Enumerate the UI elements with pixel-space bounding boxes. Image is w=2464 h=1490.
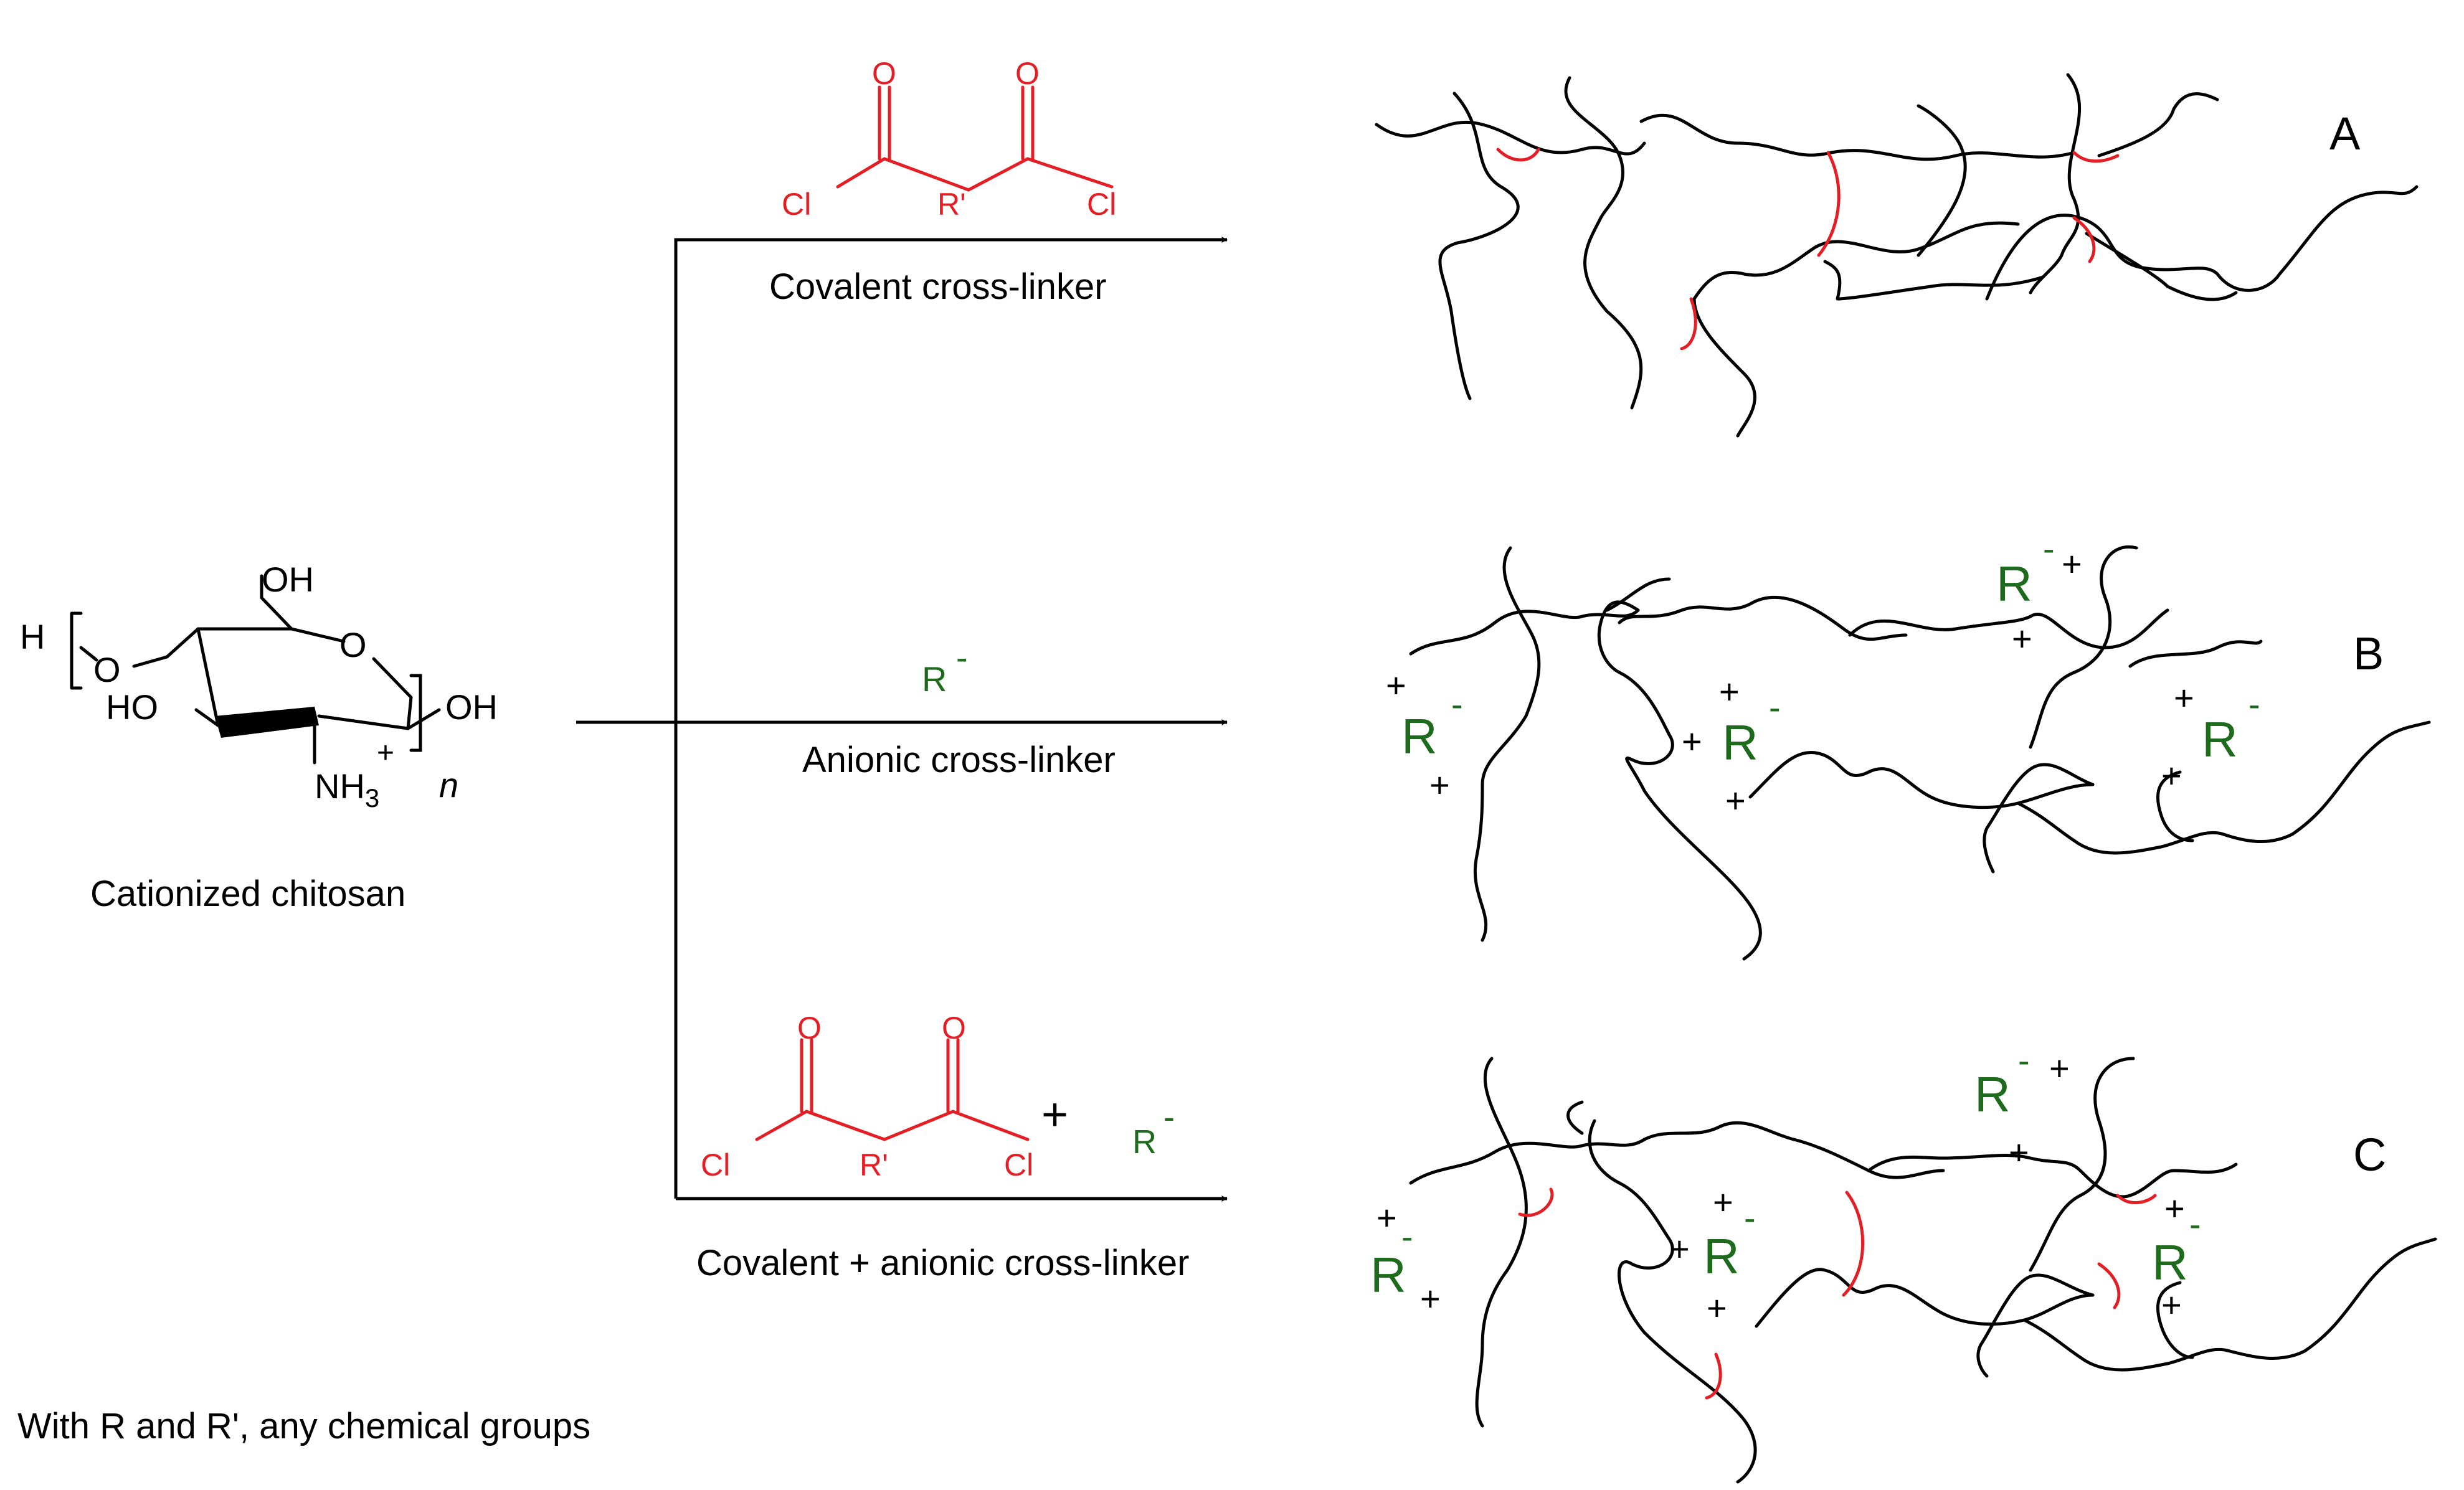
chitosan-caption: Cationized chitosan [90,874,405,914]
covalent-label: Covalent cross-linker [769,266,1107,307]
network-a: A [1375,73,2419,438]
network-c-r-2: R [1703,1228,1740,1284]
network-c-plus-7: + [2009,1133,2029,1172]
network-c-plus-5: + [1707,1288,1727,1327]
covalent-cl1: Cl [782,187,811,222]
covalent-reagent: O O Cl R' Cl Covalent cross-linker [769,56,1116,307]
network-b-plus-2: + [1429,765,1450,804]
covalent-o2: O [1015,56,1040,91]
footnote: With R and R', any chemical groups [17,1406,590,1446]
network-c-minus-3: - [2018,1040,2030,1080]
combined-cl1: Cl [701,1148,730,1182]
network-b-plus-1: + [1386,666,1406,705]
network-c-r-4: R [2152,1235,2188,1290]
reaction-arrows [576,237,1228,1202]
anionic-r: R [922,659,947,699]
network-c-plus-9: + [2161,1285,2182,1324]
network-c-plus-6: + [2049,1049,2070,1088]
combined-plus: + [1041,1088,1068,1140]
network-c-minus-2: - [1744,1198,1756,1237]
covalent-cl2: Cl [1087,187,1116,222]
network-b-plus-3: + [1719,672,1740,711]
network-c-label: C [2353,1129,2386,1181]
chitosan-n-subscript: n [439,765,458,804]
chitosan-ho-left: HO [106,687,158,727]
network-c-plus-4: + [1669,1229,1690,1268]
network-b-r-3: R [1996,556,2032,611]
chitosan-o-link: O [93,650,121,689]
network-c-minus-1: - [1401,1217,1413,1256]
covalent-o1: O [872,56,896,91]
covalent-r-prime: R' [937,187,966,222]
chitosan-h-atom: H [20,617,45,656]
network-b-minus-4: - [2248,684,2260,724]
network-b-plus-8: + [2174,678,2194,717]
network-b-plus-6: + [2062,544,2082,583]
network-c-r-3: R [1974,1067,2011,1122]
combined-cl2: Cl [1004,1148,1033,1182]
network-b: + R - + + R - + + R - + + + R - + B [1386,529,2431,961]
network-b-r-2: R [1722,715,1758,770]
combined-r-prime: R' [860,1148,888,1182]
network-b-plus-9: + [2161,756,2182,795]
network-b-minus-3: - [2043,529,2055,568]
chitosan-nh3: NH3 [315,766,379,813]
network-c-plus-2: + [1420,1279,1441,1318]
anionic-charge: - [956,638,968,677]
network-c-minus-4: - [2189,1204,2201,1243]
network-b-r-1: R [1401,709,1438,764]
combined-label: Covalent + anionic cross-linker [696,1243,1189,1283]
combined-r: R [1132,1123,1157,1161]
anionic-reagent: R - Anionic cross-linker [802,638,1116,780]
network-c-r-1: R [1370,1247,1406,1303]
network-c-plus-1: + [1377,1198,1397,1237]
network-b-plus-4: + [1682,722,1702,761]
network-c-ion-pairs: + - R + + - R + + R - + + + - R + [1370,1040,2201,1327]
combined-o1: O [797,1011,822,1045]
network-c-plus-8: + [2164,1189,2185,1228]
chitosan-plus-charge: + [377,737,394,770]
combined-o2: O [942,1011,966,1045]
covalent-arrow [674,237,1228,1199]
network-b-ion-pairs: + R - + + R - + + R - + + + R - + [1386,529,2260,820]
network-c-plus-3: + [1713,1182,1733,1222]
network-b-minus-1: - [1451,684,1463,724]
network-b-label: B [2353,628,2384,679]
combined-charge: - [1163,1098,1175,1136]
network-b-r-4: R [2202,712,2238,767]
network-a-label: A [2329,108,2361,159]
anionic-label: Anionic cross-linker [802,740,1116,780]
chitosan-oh-top: OH [262,560,314,599]
combined-reagent: O O Cl R' Cl + R - Covalent + anionic cr… [696,1011,1189,1283]
chitosan-structure: H O OH O HO OH NH3 + n Cationized chitos… [20,560,498,914]
network-c: + - R + + - R + + R - + + + - R + C [1370,1040,2437,1484]
network-b-minus-2: - [1769,687,1781,727]
chitosan-oh-right: OH [445,687,498,727]
network-b-plus-7: + [2012,619,2032,658]
chitosan-ring-o: O [339,625,367,664]
network-b-plus-5: + [1725,781,1746,820]
